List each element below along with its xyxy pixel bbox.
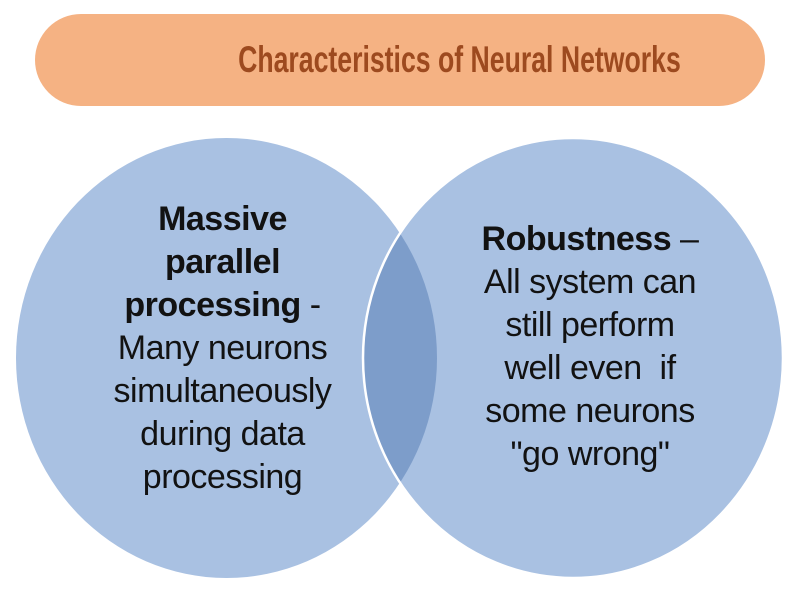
text-line: "go wrong": [510, 435, 670, 473]
text-line: still perform: [505, 306, 675, 344]
text-line: processing: [142, 458, 303, 496]
slide-title: Characteristics of Neural Networks: [237, 39, 681, 80]
text-line: well even if: [504, 349, 676, 387]
text-line: simultaneously: [113, 372, 332, 410]
left-circle-text: Massive parallel processing - Many neuro…: [30, 198, 415, 499]
text-line: Many neurons: [117, 329, 328, 367]
text-line: processing -: [124, 286, 321, 324]
text-line: Massive: [158, 200, 287, 238]
right-circle: [363, 138, 783, 578]
text-line: parallel: [164, 243, 281, 281]
left-circle: [16, 138, 437, 578]
title-banner: Characteristics of Neural Networks: [35, 14, 765, 106]
right-circle-text: Robustness – All system can still perfor…: [415, 218, 765, 476]
text-line: All system can: [483, 263, 697, 301]
right-circle-outline: [361, 136, 785, 580]
text-line: some neurons: [485, 392, 695, 430]
text-line: during data: [140, 415, 305, 453]
text-line: Robustness –: [481, 220, 699, 258]
